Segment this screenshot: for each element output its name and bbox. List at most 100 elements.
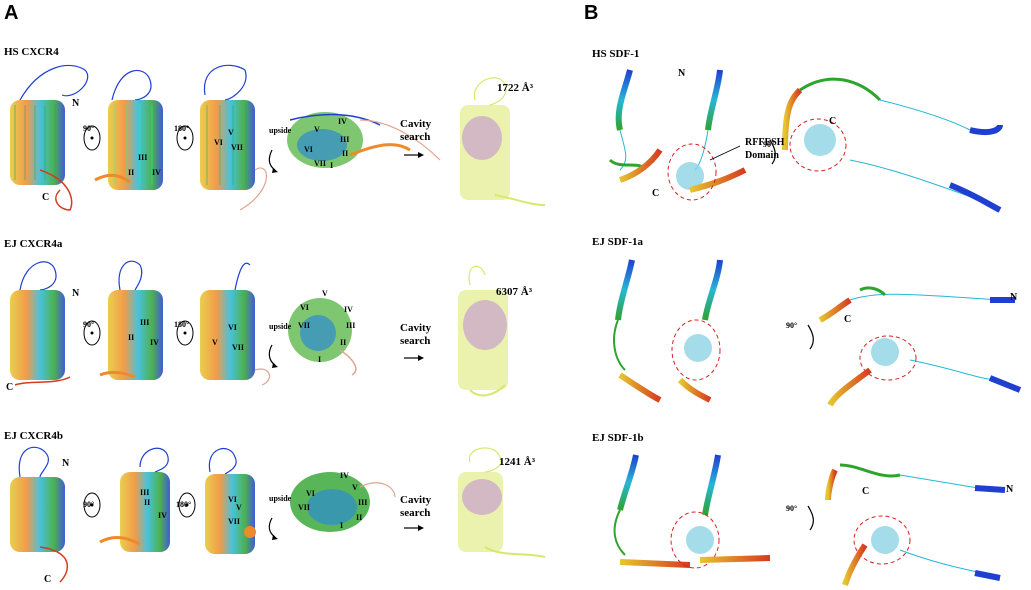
helix-label: V [314, 125, 320, 134]
helix-label: II [340, 338, 346, 347]
n-terminus-label: N [678, 68, 686, 79]
curved-arrow-icon [807, 505, 814, 531]
sdf1-hs-view-1 [608, 69, 663, 183]
helix-label: V [228, 128, 234, 137]
sdf1-ej-b-view-2 [670, 454, 771, 569]
c-terminus-label: C [862, 486, 870, 497]
helix-label: III [138, 153, 147, 162]
helix-label: VI [228, 323, 237, 332]
domain-circle [671, 319, 721, 381]
helix-label: VII [228, 517, 240, 526]
helix-label: II [128, 168, 134, 177]
rotation-label: 180° [174, 124, 190, 133]
rotation-90-symbol [83, 320, 101, 346]
c-terminus-label: C [844, 314, 852, 325]
n-terminus-label: N [1006, 484, 1014, 495]
sdf1-ej-a-view-2 [671, 259, 723, 403]
sdf1-hs-view-2 [667, 69, 747, 201]
helix-label: IV [158, 511, 167, 520]
helix-label: V [322, 289, 328, 298]
n-terminus-label: N [1010, 292, 1018, 303]
helix-label: IV [338, 117, 347, 126]
rotation-180-symbol [176, 125, 194, 151]
helix-label: IV [340, 471, 349, 480]
helix-label: IV [344, 305, 353, 314]
rotation-180-symbol [176, 320, 194, 346]
helix-label: VII [231, 143, 243, 152]
rotation-90-symbol [83, 125, 101, 151]
rotation-label: 180° [176, 500, 192, 509]
receptor-top-view [287, 112, 441, 168]
row-title-ej-sdf1b: EJ SDF-1b [592, 432, 644, 444]
curved-arrow-icon [268, 149, 276, 171]
rotation-label: 180° [174, 320, 190, 329]
helix-label: VII [232, 343, 244, 352]
n-terminus-label: N [62, 458, 70, 469]
c-terminus-label: C [652, 188, 660, 199]
c-terminus-label: C [44, 574, 52, 585]
cxcr4-row-hs [10, 64, 546, 211]
receptor-side-view-3 [200, 64, 267, 211]
receptor-side-view-2 [94, 70, 163, 190]
helix-label: I [330, 161, 333, 170]
receptor-top-view [288, 298, 357, 376]
cavity-volume: 1241 Å³ [499, 456, 535, 468]
rotation-180-symbol [178, 492, 196, 518]
n-terminus-label: N [72, 288, 80, 299]
rotation-label: 90° [83, 320, 95, 329]
receptor-side-view-2 [99, 260, 163, 380]
cavity-structure [458, 447, 546, 558]
panel-label-b: B [584, 2, 599, 24]
sdf1-ej-a-view-1 [613, 259, 662, 403]
rotation-label: 90° [83, 500, 95, 509]
domain-label: RFFESH Domain [745, 137, 785, 161]
cavity-structure [458, 265, 508, 397]
helix-label: VI [214, 138, 223, 147]
sdf1-hs-view-3 [782, 77, 1003, 213]
curved-arrow-icon [807, 324, 814, 350]
domain-circle [859, 335, 917, 381]
receptor-side-view-1 [10, 261, 71, 386]
helix-label: I [318, 355, 321, 364]
sdf1-structures [608, 69, 1022, 586]
rotation-label: 90° [786, 504, 798, 513]
helix-label: I [340, 521, 343, 530]
domain-circle [853, 515, 911, 565]
sdf1-ej-a-view-3 [818, 286, 1022, 407]
row-title-hs-sdf1: HS SDF-1 [592, 48, 640, 60]
upside-label: upside [269, 494, 292, 503]
receptor-side-view-1 [10, 446, 69, 583]
receptor-side-view-3 [200, 262, 271, 386]
rotation-label: 90° [763, 140, 775, 149]
curved-arrow-icon [769, 139, 776, 165]
panel-label-a: A [4, 2, 19, 24]
helix-label: III [340, 135, 349, 144]
cavity-structure [460, 77, 546, 206]
cxcr4-row-ej-a [10, 260, 508, 397]
c-terminus-label: C [6, 382, 14, 393]
helix-label: VII [298, 503, 310, 512]
domain-circle [670, 511, 720, 569]
upside-label: upside [269, 322, 292, 331]
helix-label: VI [300, 303, 309, 312]
rotation-label: 90° [786, 321, 798, 330]
helix-numerals: III II IV V VI VII IV V III VI II VII I … [128, 117, 367, 530]
helix-label: IV [152, 168, 161, 177]
helix-label: II [144, 498, 150, 507]
cavity-search-label: Cavity search [400, 494, 432, 519]
helix-label: VI [306, 489, 315, 498]
sdf1-ej-b-view-3 [825, 463, 1006, 586]
helix-label: II [356, 513, 362, 522]
helix-label: VI [228, 495, 237, 504]
helix-label: VII [314, 159, 326, 168]
helix-label: V [352, 483, 358, 492]
upside-label: upside [269, 126, 292, 135]
helix-label: III [358, 498, 367, 507]
helix-label: VII [298, 321, 310, 330]
cavity-search-label: Cavity search [400, 322, 432, 347]
helix-label: IV [150, 338, 159, 347]
helix-label: III [346, 321, 355, 330]
row-title-ej-sdf1a: EJ SDF-1a [592, 236, 644, 248]
row-title-ej-cxcr4b: EJ CXCR4b [4, 430, 63, 442]
